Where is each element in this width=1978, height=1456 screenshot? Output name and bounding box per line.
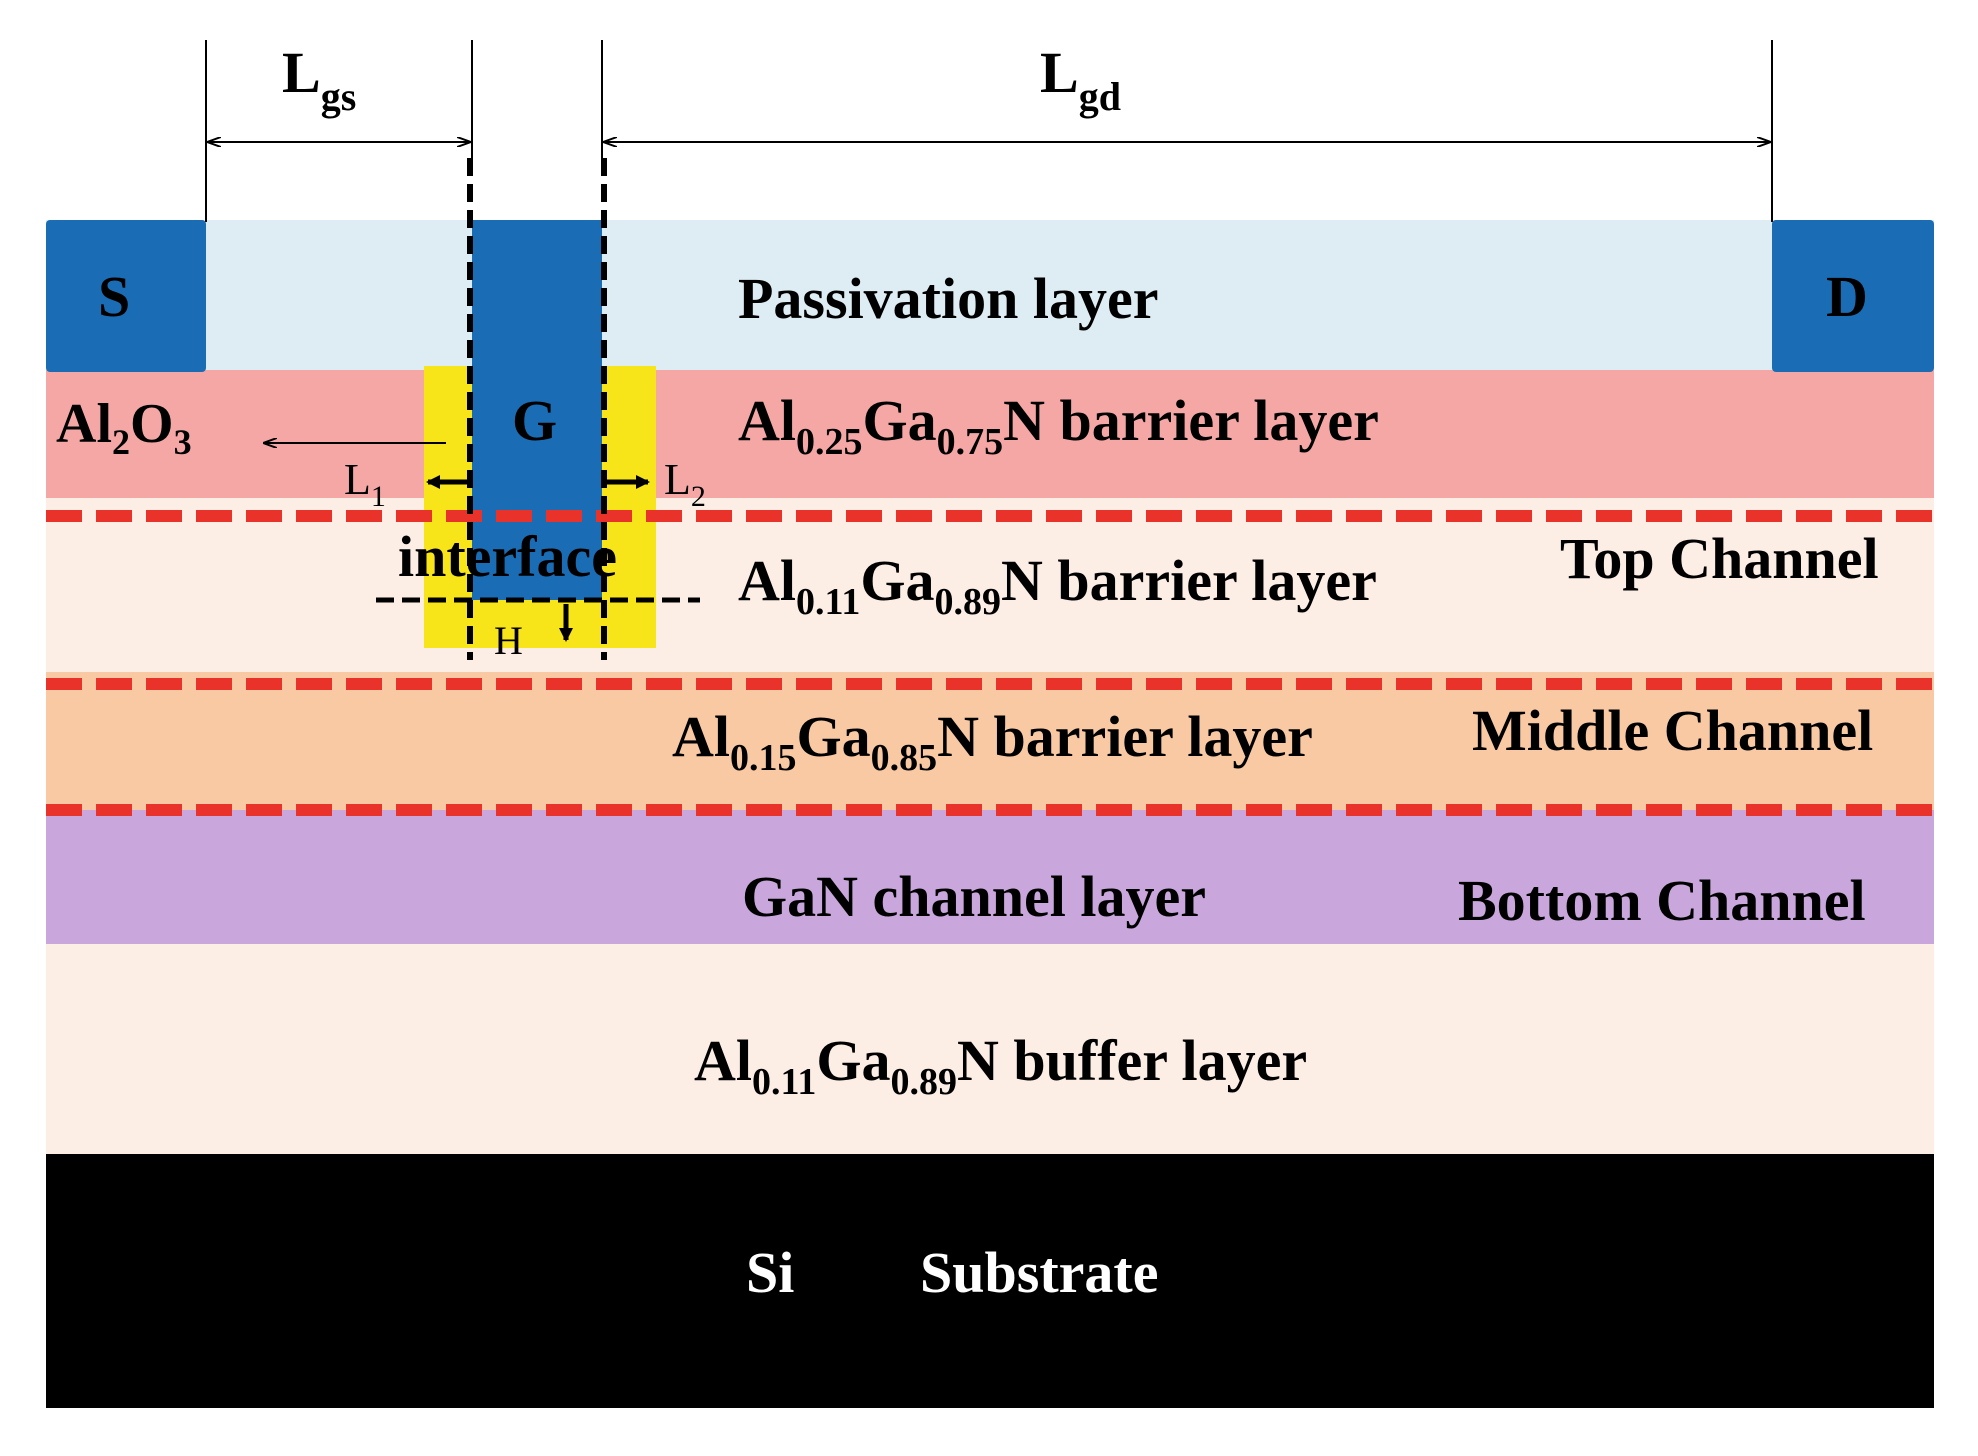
bottom-channel-label: Bottom Channel	[1458, 868, 1866, 933]
barrier-025-label: Al0.25Ga0.75N barrier layer	[738, 388, 1379, 463]
passivation-label: Passivation layer	[738, 266, 1158, 331]
lgs-label: Lgs	[282, 40, 356, 119]
lgs-main: L	[282, 40, 321, 105]
passivation-layer	[46, 220, 1934, 370]
al025-barrier-layer	[46, 370, 1934, 498]
buffer-label: Al0.11Ga0.89N buffer layer	[694, 1028, 1307, 1103]
source-contact	[46, 220, 206, 372]
al2o3-label: Al2O3	[56, 393, 192, 462]
h-label: H	[494, 618, 523, 663]
l1-sub: 1	[371, 480, 386, 513]
top-channel-label: Top Channel	[1560, 526, 1879, 591]
l2-sub: 2	[691, 480, 706, 513]
al2o3-s1: 2	[112, 422, 130, 462]
interface-label: interface	[398, 524, 617, 589]
source-label: S	[98, 264, 130, 329]
drain-contact	[1772, 220, 1934, 372]
l1-main: L	[344, 455, 371, 504]
l2-label: L2	[664, 455, 706, 513]
lgs-sub: gs	[321, 74, 357, 119]
l2-main: L	[664, 455, 691, 504]
lgd-label: Lgd	[1040, 40, 1121, 119]
al2o3-e2: O	[130, 393, 174, 455]
middle-channel-label: Middle Channel	[1472, 698, 1873, 763]
substrate-si-label: Si	[746, 1240, 794, 1305]
al011-barrier-layer	[46, 498, 1934, 672]
buffer-layer	[46, 944, 1934, 1154]
l1-label: L1	[344, 455, 386, 513]
al015-barrier-layer	[46, 672, 1934, 810]
gate-contact	[472, 220, 602, 600]
barrier-015-label: Al0.15Ga0.85N barrier layer	[672, 704, 1313, 779]
drain-label: D	[1826, 264, 1868, 329]
substrate-label: Substrate	[920, 1240, 1158, 1305]
gan-channel-label: GaN channel layer	[742, 864, 1206, 929]
al2o3-s2: 3	[174, 422, 192, 462]
gate-label: G	[512, 388, 557, 453]
gan-channel-layer	[46, 810, 1934, 944]
lgd-main: L	[1040, 40, 1079, 105]
al2o3-e1: Al	[56, 393, 112, 455]
si-substrate	[46, 1154, 1934, 1408]
lgd-sub: gd	[1079, 74, 1121, 119]
barrier-011-label: Al0.11Ga0.89N barrier layer	[738, 548, 1377, 623]
